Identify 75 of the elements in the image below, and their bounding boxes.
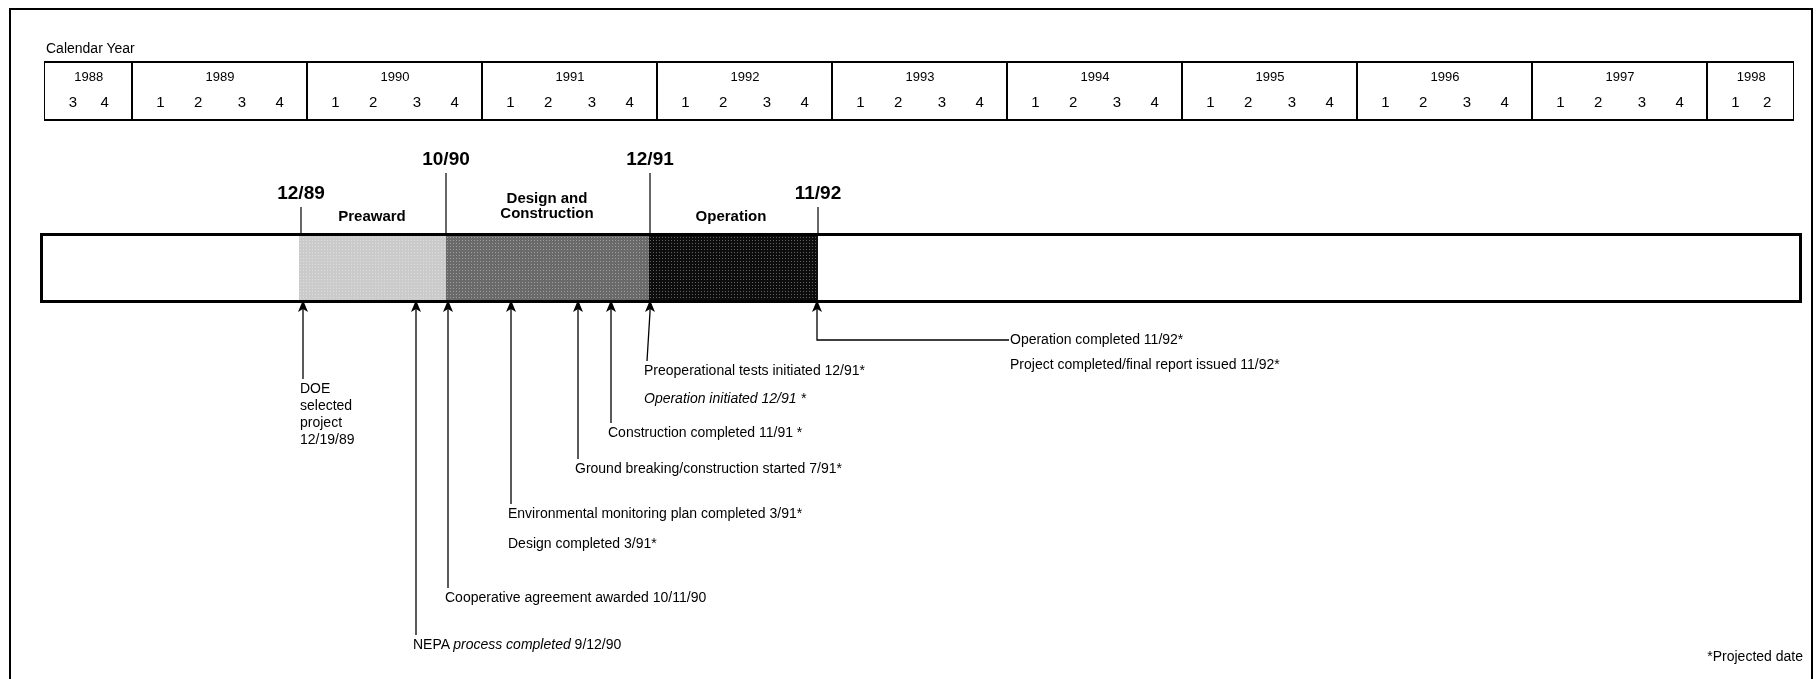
quarter-number: 4 [1325, 93, 1334, 110]
quarter-number: 3 [1287, 93, 1297, 110]
quarter-number: 2 [718, 93, 728, 110]
quarter-number: 4 [625, 93, 634, 110]
quarter-number: 4 [800, 93, 809, 110]
year-label: 1998 [1736, 69, 1766, 84]
milestone-label: Design completed 3/91* [508, 535, 658, 552]
quarter-number: 3 [1112, 93, 1122, 110]
quarter-number: 2 [368, 93, 378, 110]
milestone-label: Operation completed 11/92* [1010, 331, 1185, 348]
year-label: 1991 [555, 69, 585, 84]
year-label: 1997 [1605, 69, 1635, 84]
date-label: 10/90 [422, 148, 470, 170]
quarter-number: 4 [1500, 93, 1509, 110]
year-label: 1995 [1255, 69, 1285, 84]
quarter-number: 1 [506, 93, 515, 110]
quarter-number: 3 [762, 93, 772, 110]
phase-segment [299, 236, 446, 300]
quarter-number: 3 [237, 93, 247, 110]
quarter-number: 2 [1243, 93, 1253, 110]
year-label: 1994 [1080, 69, 1110, 84]
quarter-number: 2 [1068, 93, 1078, 110]
quarter-number: 1 [1206, 93, 1215, 110]
quarter-number: 1 [1031, 93, 1040, 110]
date-label: 12/91 [626, 148, 674, 170]
date-label: 11/92 [794, 182, 842, 204]
footnote: *Projected date [1707, 648, 1803, 665]
quarter-number: 3 [1637, 93, 1647, 110]
quarter-number: 3 [1462, 93, 1472, 110]
quarter-number: 1 [1556, 93, 1565, 110]
quarter-number: 1 [1731, 93, 1740, 110]
year-label: 1990 [380, 69, 410, 84]
quarter-number: 2 [1418, 93, 1428, 110]
milestone-label: NEPA process completed 9/12/90 [413, 636, 622, 653]
milestone-label: Operation initiated 12/91 * [644, 390, 807, 407]
timeline-bar [40, 233, 1802, 303]
milestone-label: Ground breaking/construction started 7/91* [575, 460, 842, 477]
quarter-number: 4 [1150, 93, 1159, 110]
quarter-number: 1 [156, 93, 165, 110]
phase-label: Preaward [338, 208, 406, 223]
year-label: 1992 [730, 69, 760, 84]
quarter-number: 1 [1381, 93, 1390, 110]
milestone-label: Environmental monitoring plan completed 3/91* [508, 505, 803, 522]
quarter-number: 1 [856, 93, 865, 110]
phase-label: Design and Construction [499, 190, 595, 220]
quarter-number: 4 [100, 93, 109, 110]
quarter-number: 2 [893, 93, 903, 110]
milestone-label: DOE selected project 12/19/89 [300, 380, 355, 448]
quarter-number: 4 [975, 93, 984, 110]
phase-segment [649, 236, 818, 300]
year-label: 1996 [1430, 69, 1460, 84]
quarter-number: 3 [412, 93, 422, 110]
quarter-number: 2 [543, 93, 553, 110]
quarter-number: 3 [937, 93, 947, 110]
quarter-number: 4 [1675, 93, 1684, 110]
milestone-label: Cooperative agreement awarded 10/11/90 [445, 589, 707, 606]
phase-segment [446, 236, 649, 300]
milestone-label: Construction completed 11/91 * [608, 424, 803, 441]
quarter-number: 3 [68, 93, 78, 110]
milestone-label: Preoperational tests initiated 12/91* [644, 362, 866, 379]
quarter-number: 1 [681, 93, 690, 110]
quarter-number: 3 [587, 93, 597, 110]
year-label: 1993 [905, 69, 935, 84]
phase-label: Operation [695, 208, 767, 223]
axis-title: Calendar Year [46, 40, 135, 57]
quarter-number: 2 [193, 93, 203, 110]
quarter-number: 2 [1593, 93, 1603, 110]
quarter-number: 4 [450, 93, 459, 110]
year-label: 1989 [205, 69, 235, 84]
year-label: 1988 [74, 69, 104, 84]
quarter-number: 1 [331, 93, 340, 110]
milestone-label: Project completed/final report issued 11/92* [1010, 356, 1280, 373]
quarter-number: 2 [1762, 93, 1772, 110]
date-label: 12/89 [277, 182, 325, 204]
quarter-number: 4 [275, 93, 284, 110]
